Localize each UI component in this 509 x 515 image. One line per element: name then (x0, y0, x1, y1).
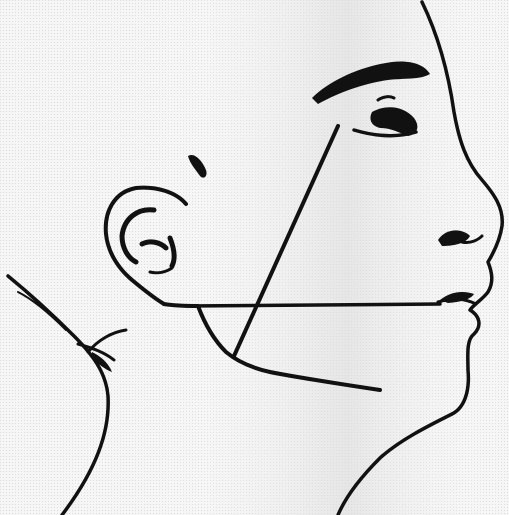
face-shading (150, 0, 509, 515)
horizontal-guide-line (186, 304, 440, 306)
